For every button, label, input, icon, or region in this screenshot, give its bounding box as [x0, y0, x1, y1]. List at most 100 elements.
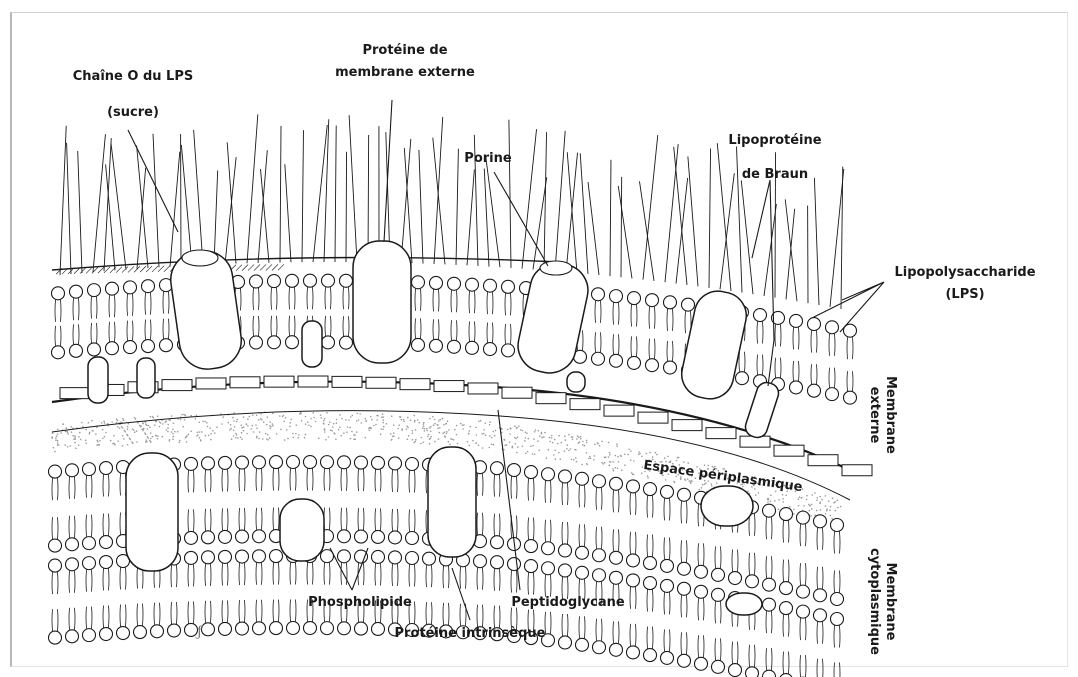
stipple-dot: [489, 424, 491, 426]
stipple-dot: [177, 431, 179, 433]
o-chain: [434, 117, 443, 264]
inner-lower-lipid: [406, 552, 419, 565]
stipple-dot: [469, 426, 471, 428]
label-lipoproteine-braun: Lipoprotéine de Braun: [700, 130, 850, 186]
stipple-dot: [173, 422, 175, 424]
inner-mid-lipid-tail: [715, 546, 721, 568]
stipple-dot: [60, 432, 62, 434]
stipple-dot: [150, 432, 152, 434]
stipple-dot: [398, 424, 400, 426]
stipple-dot: [549, 441, 551, 443]
stipple-dot: [298, 434, 300, 436]
o-chain: [214, 170, 218, 264]
stipple-dot: [85, 429, 87, 431]
stipple-dot: [533, 438, 535, 440]
outer-bottom-lipid: [844, 391, 857, 404]
inner-mid-lipid: [525, 540, 538, 553]
inner-mid-lipid-tail: [239, 508, 245, 530]
inner-mid-lipid-tail: [528, 518, 534, 540]
outer-bottom-lipid-tail: [613, 334, 619, 354]
stipple-dot: [233, 430, 235, 432]
inner-top-lipid: [287, 456, 300, 469]
inner-top-lipid: [491, 462, 504, 475]
stipple-dot: [580, 438, 582, 440]
inner-bottom-lipid: [610, 643, 623, 656]
stipple-dot: [393, 432, 395, 434]
stipple-dot: [339, 427, 341, 429]
stipple-dot: [516, 452, 518, 454]
stipple-dot: [555, 458, 557, 460]
stipple-dot: [376, 419, 378, 421]
stipple-dot: [57, 429, 59, 431]
stipple-dot: [438, 438, 440, 440]
stipple-dot: [272, 413, 274, 415]
stipple-dot: [353, 434, 355, 436]
inner-lower-lipid-tail: [307, 563, 313, 585]
stipple-dot: [375, 424, 377, 426]
stipple-dot: [199, 437, 201, 439]
stipple-dot: [247, 418, 249, 420]
inner-top-lipid-tail: [630, 493, 636, 515]
stipple-dot: [608, 442, 610, 444]
stipple-dot: [54, 451, 56, 453]
inner-mid-lipid-tail: [392, 509, 398, 531]
stipple-dot: [837, 499, 839, 501]
stipple-dot: [515, 443, 517, 445]
stipple-dot: [127, 426, 129, 428]
stipple-dot: [825, 513, 827, 515]
stipple-dot: [538, 430, 540, 432]
stipple-dot: [403, 419, 405, 421]
stipple-dot: [812, 494, 814, 496]
inner-lower-lipid-tail: [409, 565, 415, 587]
stipple-dot: [524, 440, 526, 442]
stipple-dot: [157, 438, 159, 440]
stipple-dot: [632, 473, 634, 475]
stipple-dot: [205, 435, 207, 437]
small-protein-c: [302, 321, 322, 367]
inner-mid-lipid: [253, 530, 266, 543]
stipple-dot: [67, 432, 69, 434]
outer-top-lipid: [682, 298, 695, 311]
inner-bottom-lipid-tail: [681, 632, 687, 654]
stipple-dot: [305, 416, 307, 418]
outer-bottom-lipid-tail: [829, 368, 835, 388]
inner-bottom-lipid-tail: [86, 607, 92, 629]
stipple-dot: [493, 444, 495, 446]
stipple-dot: [548, 449, 550, 451]
stipple-dot: [169, 440, 171, 442]
stipple-dot: [166, 429, 168, 431]
inner-bottom-lipid-tail: [596, 619, 602, 641]
stipple-dot: [678, 457, 680, 459]
inner-mid-lipid-tail: [596, 527, 602, 549]
stipple-dot: [446, 433, 448, 435]
label-proteine-intrinseque: Protéine intrinsèque: [370, 623, 570, 645]
stipple-dot: [667, 456, 669, 458]
outer-top-lipid-tail: [487, 292, 493, 314]
inner-lower-lipid: [185, 551, 198, 564]
inner-top-lipid: [593, 475, 606, 488]
stipple-dot: [160, 422, 162, 424]
inner-mid-lipid: [202, 531, 215, 544]
stipple-dot: [289, 422, 291, 424]
stipple-dot: [173, 436, 175, 438]
outer-bottom-lipid-tail: [469, 321, 475, 341]
inner-lower-lipid-tail: [392, 564, 398, 586]
inner-mid-lipid: [406, 532, 419, 545]
stipple-dot: [320, 414, 322, 416]
stipple-dot: [674, 482, 676, 484]
peptidoglycan-unit: [808, 455, 838, 466]
inner-top-lipid-tail: [239, 469, 245, 491]
stipple-dot: [221, 423, 223, 425]
peptidoglycan-unit: [536, 393, 566, 404]
stipple-dot: [567, 444, 569, 446]
stipple-dot: [493, 431, 495, 433]
inner-bottom-lipid-tail: [154, 603, 160, 625]
stipple-dot: [429, 418, 431, 420]
stipple-dot: [391, 439, 393, 441]
stipple-dot: [633, 460, 635, 462]
stipple-dot: [117, 420, 119, 422]
stipple-dot: [386, 423, 388, 425]
inner-top-lipid: [678, 488, 691, 501]
stipple-dot: [434, 441, 436, 443]
outer-top-lipid: [88, 284, 101, 297]
